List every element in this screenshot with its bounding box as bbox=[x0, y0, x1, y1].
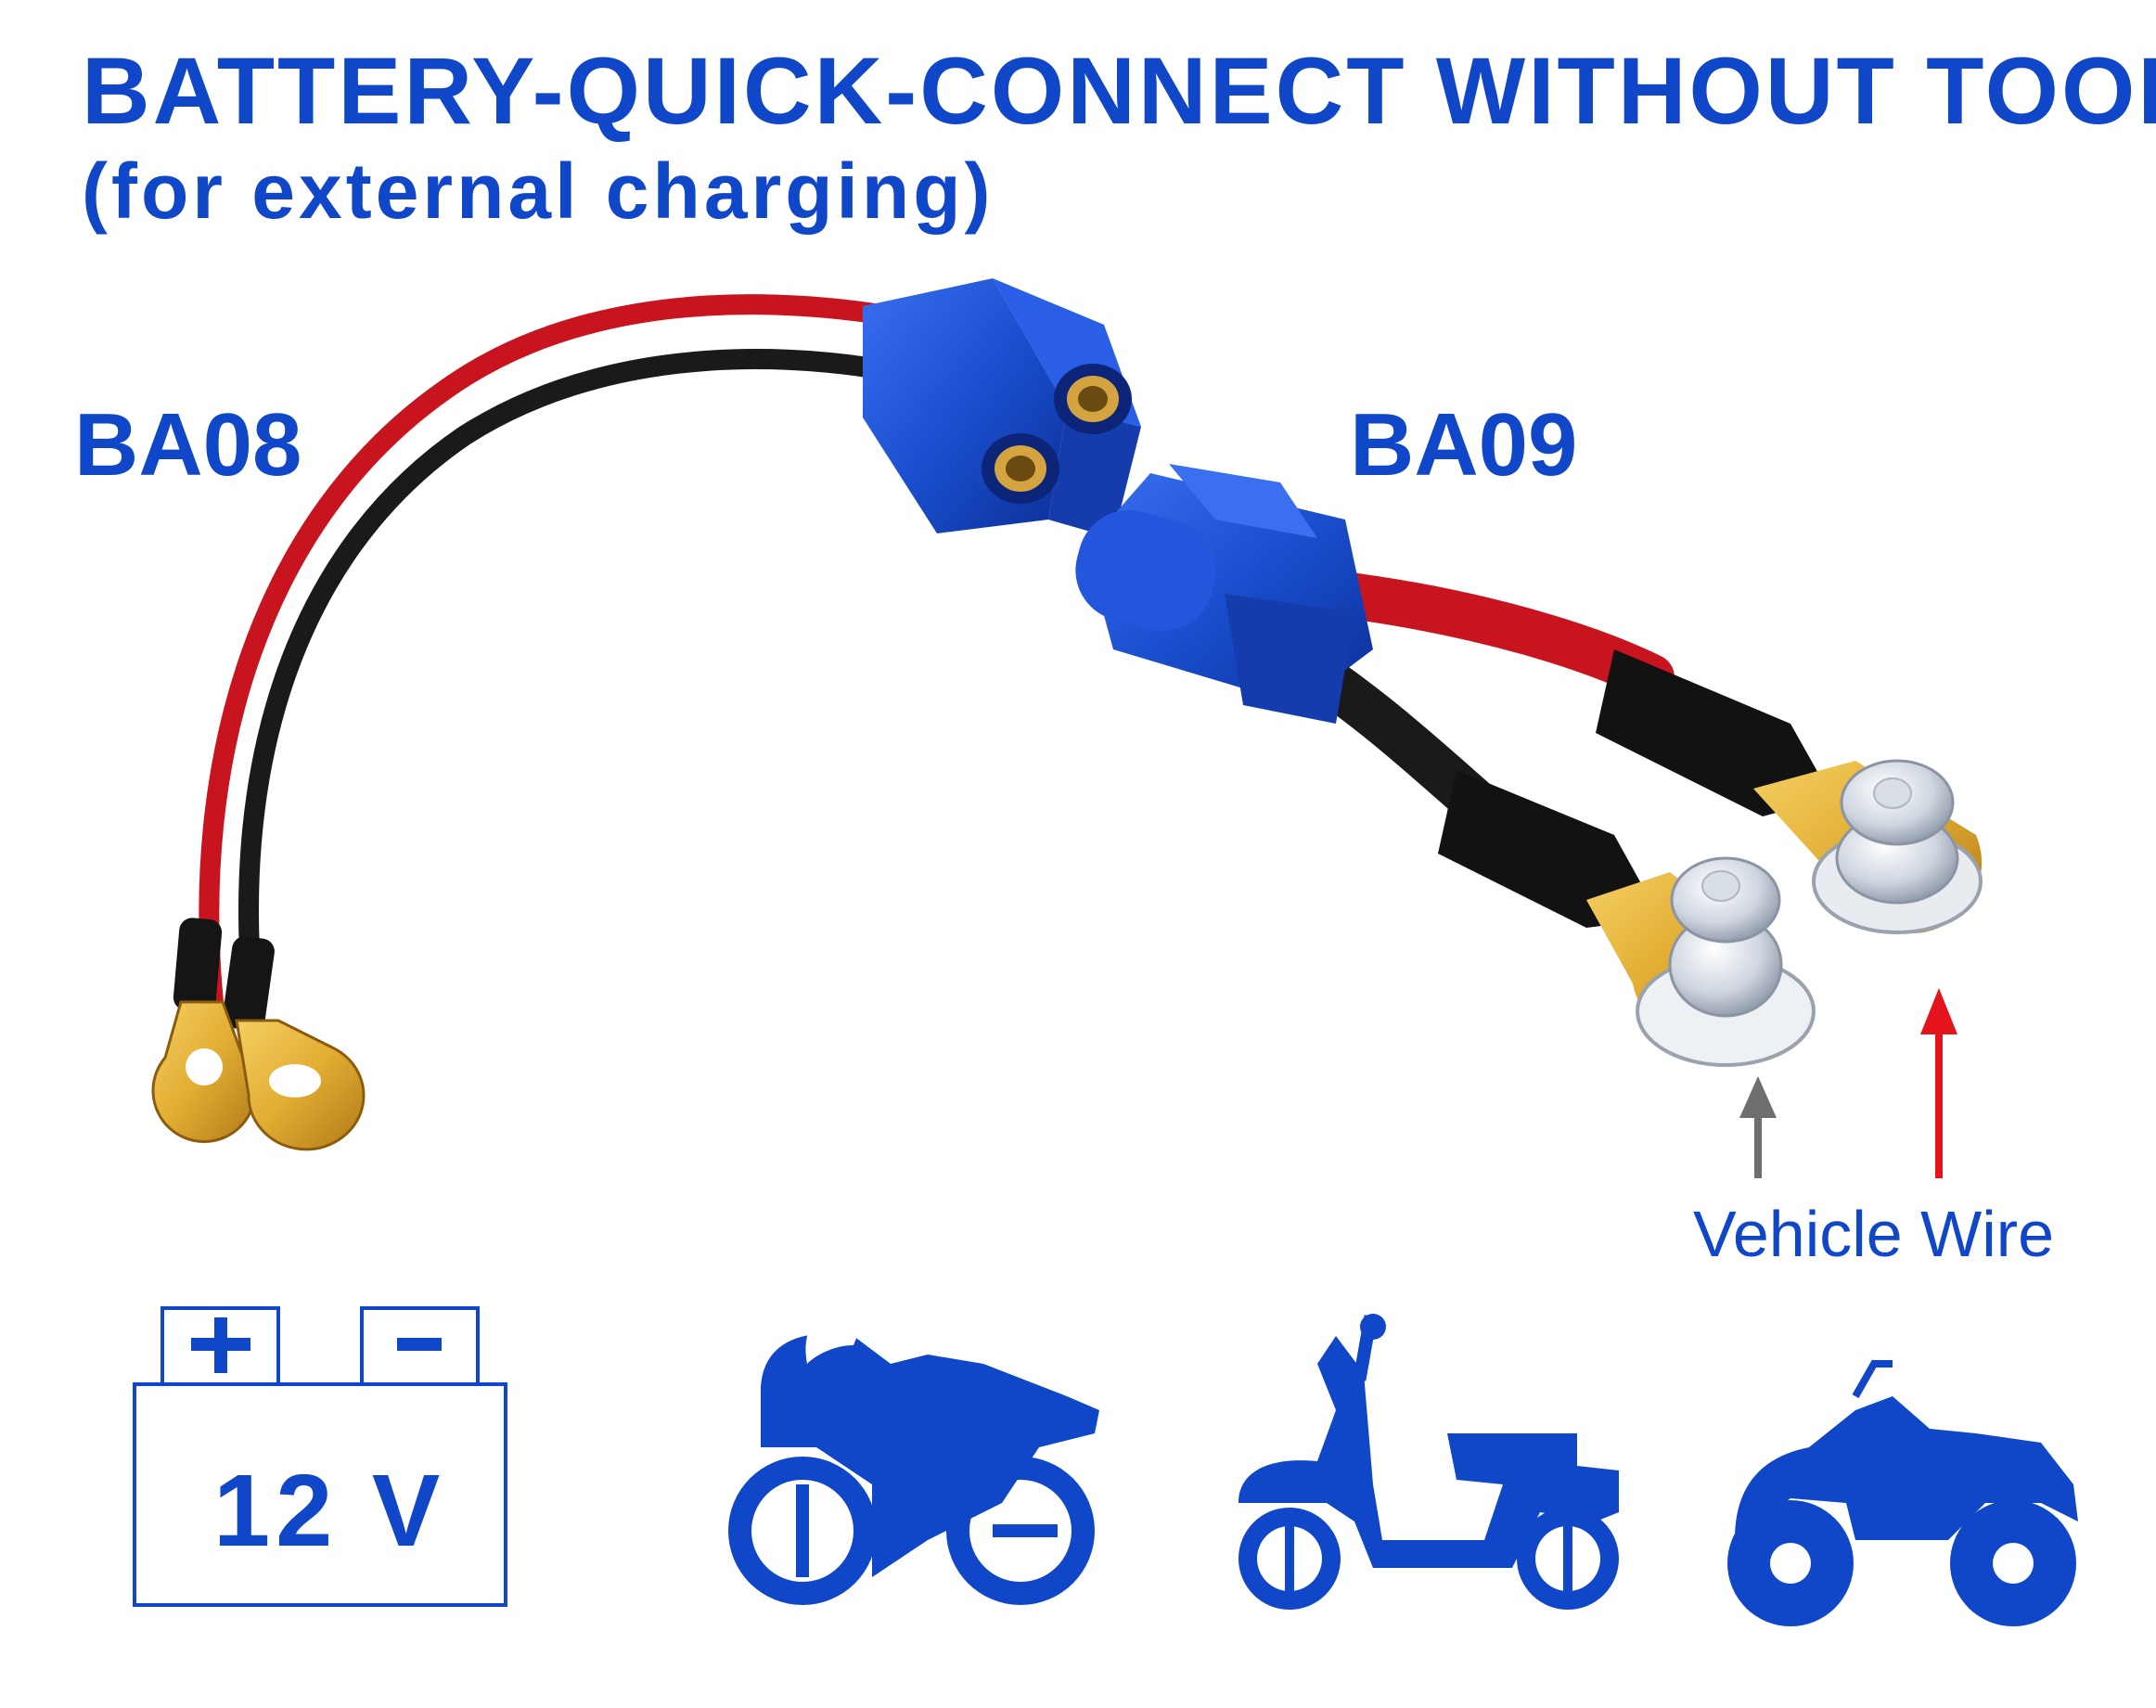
gray-arrow bbox=[1739, 1076, 1777, 1178]
ba09-red-wire bbox=[1313, 571, 1675, 700]
product-label-ba08: BA08 bbox=[74, 395, 302, 494]
ba08-red-wire bbox=[199, 294, 947, 1012]
page-subtitle: (for external charging) bbox=[82, 148, 995, 235]
ba08-ring-lug-left bbox=[151, 1000, 257, 1143]
ba08-ring-lug-right bbox=[235, 1019, 366, 1151]
battery-icon bbox=[133, 1306, 507, 1607]
plus-icon bbox=[191, 1317, 250, 1373]
ba09-ec5-connector bbox=[1075, 464, 1373, 724]
product-label-ba09: BA09 bbox=[1350, 395, 1578, 494]
ba09-ring-lug-black bbox=[1586, 856, 1816, 1067]
page-title: BATTERY-QUICK-CONNECT WITHOUT TOOL bbox=[82, 38, 2156, 144]
ba09-ring-lug-red bbox=[1753, 759, 1983, 934]
red-arrow bbox=[1920, 988, 1957, 1178]
scooter-icon bbox=[1238, 1314, 1619, 1610]
vehicle-wire-label: Vehicle Wire bbox=[1693, 1198, 2055, 1270]
ba08-cable bbox=[151, 278, 1141, 1151]
ba09-cable bbox=[1075, 464, 1983, 1067]
quad-atv-icon bbox=[1727, 1360, 2078, 1626]
ba08-black-wire bbox=[238, 349, 901, 1031]
minus-icon bbox=[397, 1338, 442, 1351]
ba08-ec5-connector bbox=[863, 278, 1141, 538]
battery-voltage-label: 12 V bbox=[213, 1454, 446, 1568]
sport-motorcycle-icon bbox=[728, 1297, 1099, 1605]
